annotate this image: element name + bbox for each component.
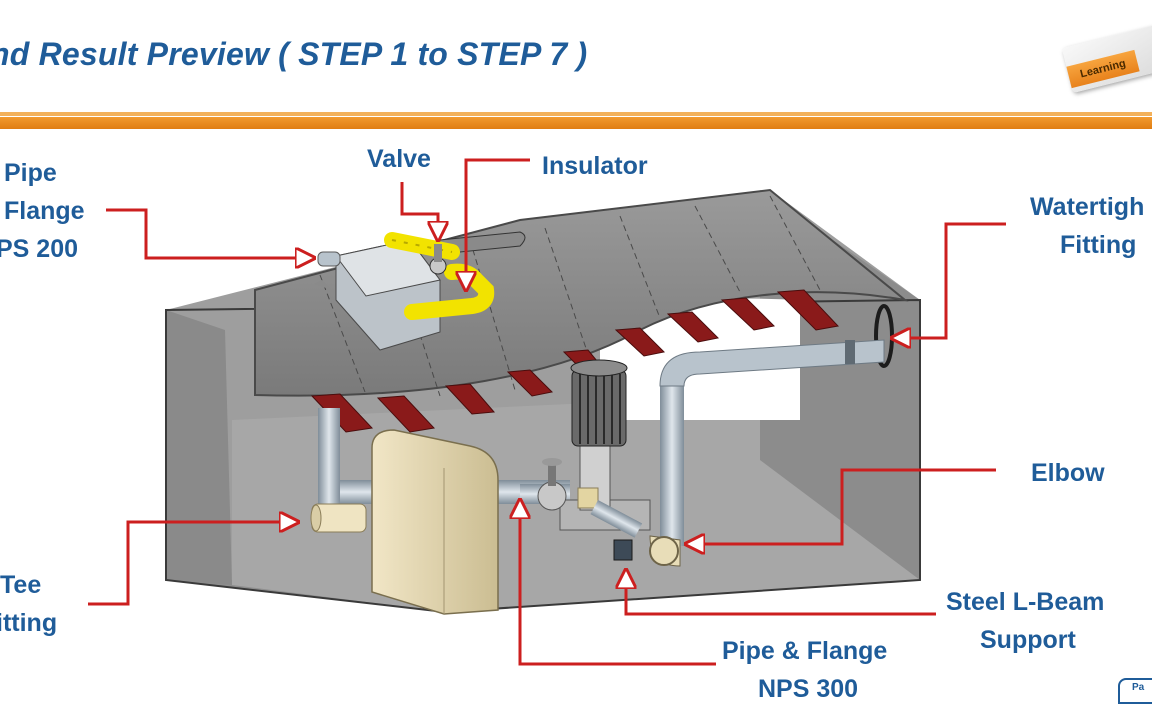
elbow-fitting [649, 535, 681, 567]
header-rule [0, 112, 1152, 116]
label-pipe-flange-200-line2: Flange [4, 197, 85, 225]
label-pipe-flange-300-line1: Pipe & Flange [722, 637, 888, 665]
label-watertight-line2: Fitting [1060, 231, 1137, 259]
label-tee-line1: Tee [0, 571, 42, 599]
label-steel-beam-line1: Steel L-Beam [946, 588, 1105, 616]
label-pipe-flange-200-line1: Pipe [4, 159, 57, 187]
valve-handle [429, 244, 447, 275]
slide-title: nd Result Preview ( STEP 1 to STEP 7 ) [0, 36, 588, 72]
valve-box [314, 231, 526, 351]
label-insulator: Insulator [542, 152, 648, 180]
label-elbow: Elbow [1031, 459, 1105, 487]
label-watertight-line1: Watertigh [1030, 193, 1145, 221]
label-steel-beam-line2: Support [980, 626, 1076, 654]
header-band [0, 117, 1152, 129]
label-tee-line2: itting [0, 609, 58, 637]
tee-fitting [310, 503, 367, 533]
tank [371, 429, 499, 615]
label-pipe-flange-200-line3: PS 200 [0, 235, 79, 263]
label-pipe-flange-300-line2: NPS 300 [758, 675, 859, 703]
page-tab: Pa [1118, 678, 1152, 704]
pump-assembly [537, 359, 651, 561]
pipe-run-300 [318, 339, 885, 546]
leader-lines [88, 158, 1006, 666]
label-valve: Valve [367, 145, 431, 173]
